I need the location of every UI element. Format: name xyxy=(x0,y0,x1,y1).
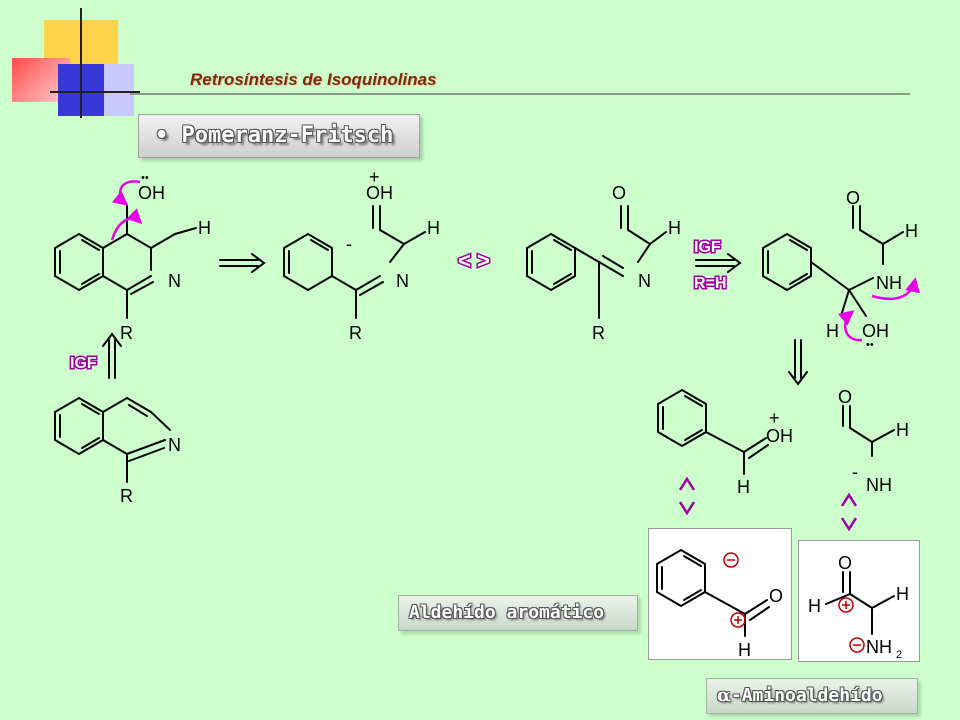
atom-h-s2: H xyxy=(896,584,909,604)
atom-nh-4: NH xyxy=(876,273,902,293)
deco-square-lightblue xyxy=(104,64,134,116)
atom-h-3: H xyxy=(668,218,681,238)
charge-plus-2: + xyxy=(369,167,380,187)
atom-h-2: H xyxy=(427,218,440,238)
label-aminoaldehyde: α-Aminoaldehído xyxy=(717,685,883,706)
reagent-igf-top: IGF xyxy=(694,239,721,256)
charge-minus-2: - xyxy=(346,234,352,254)
atom-n-1: N xyxy=(168,271,181,291)
disconnection-mark-aldehyde: < > xyxy=(678,476,696,516)
atom-o-3: O xyxy=(612,183,626,203)
molecule-dihydroisoquinolinol xyxy=(54,205,197,319)
disconnection-mark-aminoaldehyde xyxy=(840,492,858,532)
atom-o-4: O xyxy=(846,188,860,208)
alpha-symbol: α xyxy=(717,685,731,706)
atom-h-s2b: H xyxy=(808,596,821,616)
atom-o-7: O xyxy=(838,387,852,407)
subscript-2: 2 xyxy=(896,649,902,661)
charge-minus-7: - xyxy=(852,462,858,482)
atom-h-7: H xyxy=(896,420,909,440)
lone-pair-1: •• xyxy=(141,172,149,184)
molecule-isoquinoline xyxy=(54,396,171,483)
lone-pair-4: •• xyxy=(866,339,874,351)
negative-charge-icon-2 xyxy=(849,637,865,653)
atom-o-s2: O xyxy=(838,553,852,573)
molecule-opened-cation xyxy=(283,205,426,319)
positive-charge-icon xyxy=(730,612,746,628)
reagent-igf-left: IGF xyxy=(70,355,97,372)
atom-nh-7: NH xyxy=(866,475,892,495)
atom-n-2: N xyxy=(396,271,409,291)
curly-arrow-lone-pair xyxy=(111,180,141,206)
atom-r-2: R xyxy=(349,323,362,343)
curly-arrow-bond-break xyxy=(110,208,143,241)
forward-arrow-1 xyxy=(219,253,266,273)
reagent-r-eq-h: R=H xyxy=(694,275,726,292)
atom-r-3: R xyxy=(592,323,605,343)
synthon-aminoaldehyde-box xyxy=(798,540,920,662)
atom-n-5: N xyxy=(168,435,181,455)
negative-charge-icon xyxy=(723,552,739,568)
bullet: • xyxy=(155,123,169,148)
atom-nh-s2: NH xyxy=(866,637,892,657)
title-underline xyxy=(130,93,910,95)
atom-h-6: H xyxy=(737,477,750,497)
deco-square-blue xyxy=(58,64,106,116)
resonance-arrows: < > xyxy=(458,248,490,273)
slide-title: Retrosíntesis de Isoquinolinas xyxy=(190,70,437,89)
deco-line-horizontal xyxy=(50,91,140,93)
atom-oh-4: OH xyxy=(862,321,889,341)
atom-h-4: H xyxy=(905,221,918,241)
curly-arrow-nh xyxy=(871,277,920,301)
synthon-aminoaldehyde-structure xyxy=(825,571,895,635)
molecule-protonated-benzaldehyde xyxy=(657,388,769,475)
atom-r-5: R xyxy=(120,486,133,506)
molecule-aminoacetaldehyde-anion xyxy=(842,405,895,457)
molecule-hemiaminal xyxy=(762,205,904,317)
atom-oh-6: OH xyxy=(766,426,793,446)
positive-charge-icon-2 xyxy=(838,597,854,613)
deco-line-vertical xyxy=(80,8,82,118)
charge-plus-6: + xyxy=(769,408,780,428)
aminoaldehyde-text: -Aminoaldehído xyxy=(730,685,883,706)
forward-arrow-2 xyxy=(695,253,742,273)
curly-arrow-oh xyxy=(837,310,863,342)
synthon-aldehyde-structure xyxy=(656,548,770,637)
method-title-box: • Pomeranz-Fritsch xyxy=(138,114,420,158)
method-label: • Pomeranz-Fritsch xyxy=(155,123,393,148)
atom-h-s1: H xyxy=(738,640,751,660)
atom-n-3: N xyxy=(638,271,651,291)
atom-h-4b: H xyxy=(826,321,839,341)
atom-r-1: R xyxy=(120,323,133,343)
downward-arrow xyxy=(788,339,808,386)
upward-arrow xyxy=(102,332,122,379)
synthon-aldehyde-box xyxy=(648,528,792,660)
atom-oh-2: OH xyxy=(366,183,393,203)
label-aromatic-aldehyde: Aldehído aromático xyxy=(409,602,605,623)
label-aminoaldehyde-box: α-Aminoaldehído xyxy=(706,678,918,714)
method-name: Pomeranz-Fritsch xyxy=(181,123,394,148)
atom-o-s1: O xyxy=(769,586,783,606)
label-aromatic-aldehyde-box: Aldehído aromático xyxy=(398,595,638,631)
atom-oh-1: OH xyxy=(138,183,165,203)
molecule-imine-aldehyde xyxy=(526,205,667,319)
atom-h-1: H xyxy=(198,218,211,238)
